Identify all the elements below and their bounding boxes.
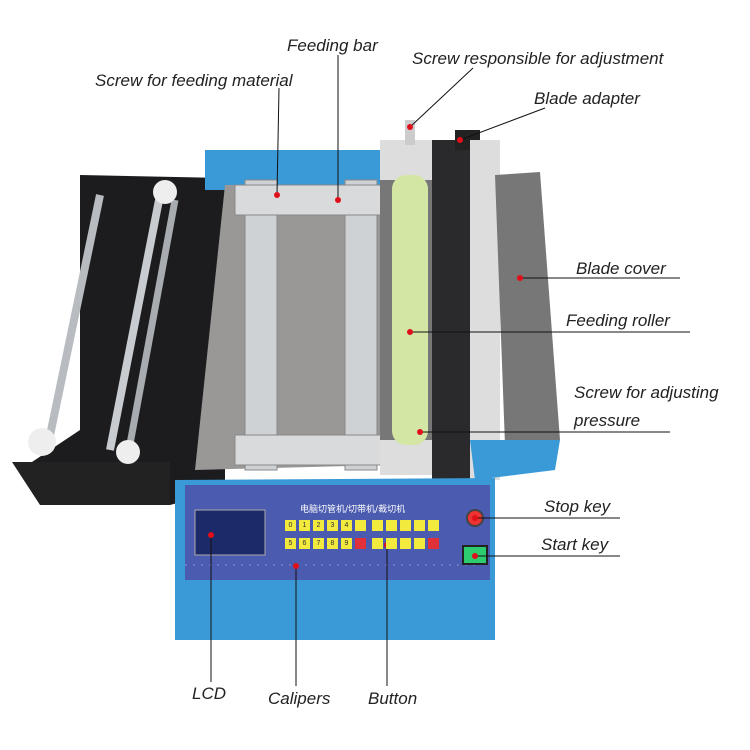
- key-fn[interactable]: [400, 520, 411, 531]
- feeding-roller: [392, 175, 428, 445]
- label-feeding-bar: Feeding bar: [287, 36, 378, 55]
- key-fn[interactable]: [386, 538, 397, 549]
- label-stop-key: Stop key: [544, 497, 611, 516]
- key-fn[interactable]: [400, 538, 411, 549]
- key-fn[interactable]: [386, 520, 397, 531]
- rod: [44, 194, 104, 446]
- key-fn[interactable]: [414, 520, 425, 531]
- key-8[interactable]: 8: [327, 538, 338, 549]
- key-4[interactable]: 4: [341, 520, 352, 531]
- key-5[interactable]: 5: [285, 538, 296, 549]
- label-calipers: Calipers: [268, 689, 331, 708]
- rod: [124, 199, 179, 456]
- feeding-bar: [234, 184, 386, 216]
- key-3[interactable]: 3: [327, 520, 338, 531]
- key-9[interactable]: 9: [341, 538, 352, 549]
- rod: [106, 194, 164, 451]
- panel-title: 电脑切管机/切带机/裁切机: [300, 505, 406, 515]
- roller-wheel: [153, 180, 177, 204]
- blade-cover: [495, 172, 560, 445]
- label-button: Button: [368, 689, 418, 708]
- label-screw-pressure: Screw for adjusting: [574, 383, 719, 402]
- key-clear[interactable]: [355, 538, 366, 549]
- label-blade-adapter: Blade adapter: [534, 89, 640, 108]
- key-fn[interactable]: [372, 520, 383, 531]
- label-screw-feeding: Screw for feeding material: [95, 71, 293, 90]
- label-feeding-roller: Feeding roller: [566, 311, 670, 330]
- label-screw-pressure-2: pressure: [574, 411, 641, 430]
- key-enter[interactable]: [428, 538, 439, 549]
- key-fn[interactable]: [372, 538, 383, 549]
- key-fn[interactable]: [414, 538, 425, 549]
- key-2[interactable]: 2: [313, 520, 324, 531]
- feed-bed: [195, 185, 385, 470]
- key-7[interactable]: 7: [313, 538, 324, 549]
- leader-lines: [210, 55, 690, 686]
- key-0[interactable]: 0: [285, 520, 296, 531]
- key-1[interactable]: 1: [299, 520, 310, 531]
- label-blade-cover: Blade cover: [576, 259, 666, 278]
- side-plate: [20, 175, 225, 505]
- markers: [208, 124, 523, 569]
- label-screw-adjustment: Screw responsible for adjustment: [412, 49, 664, 68]
- label-lcd: LCD: [192, 684, 227, 703]
- key-6[interactable]: 6: [299, 538, 310, 549]
- key-fn[interactable]: [355, 520, 366, 531]
- key-fn[interactable]: [428, 520, 439, 531]
- lcd-screen: [194, 509, 266, 556]
- label-start-key: Start key: [541, 535, 609, 554]
